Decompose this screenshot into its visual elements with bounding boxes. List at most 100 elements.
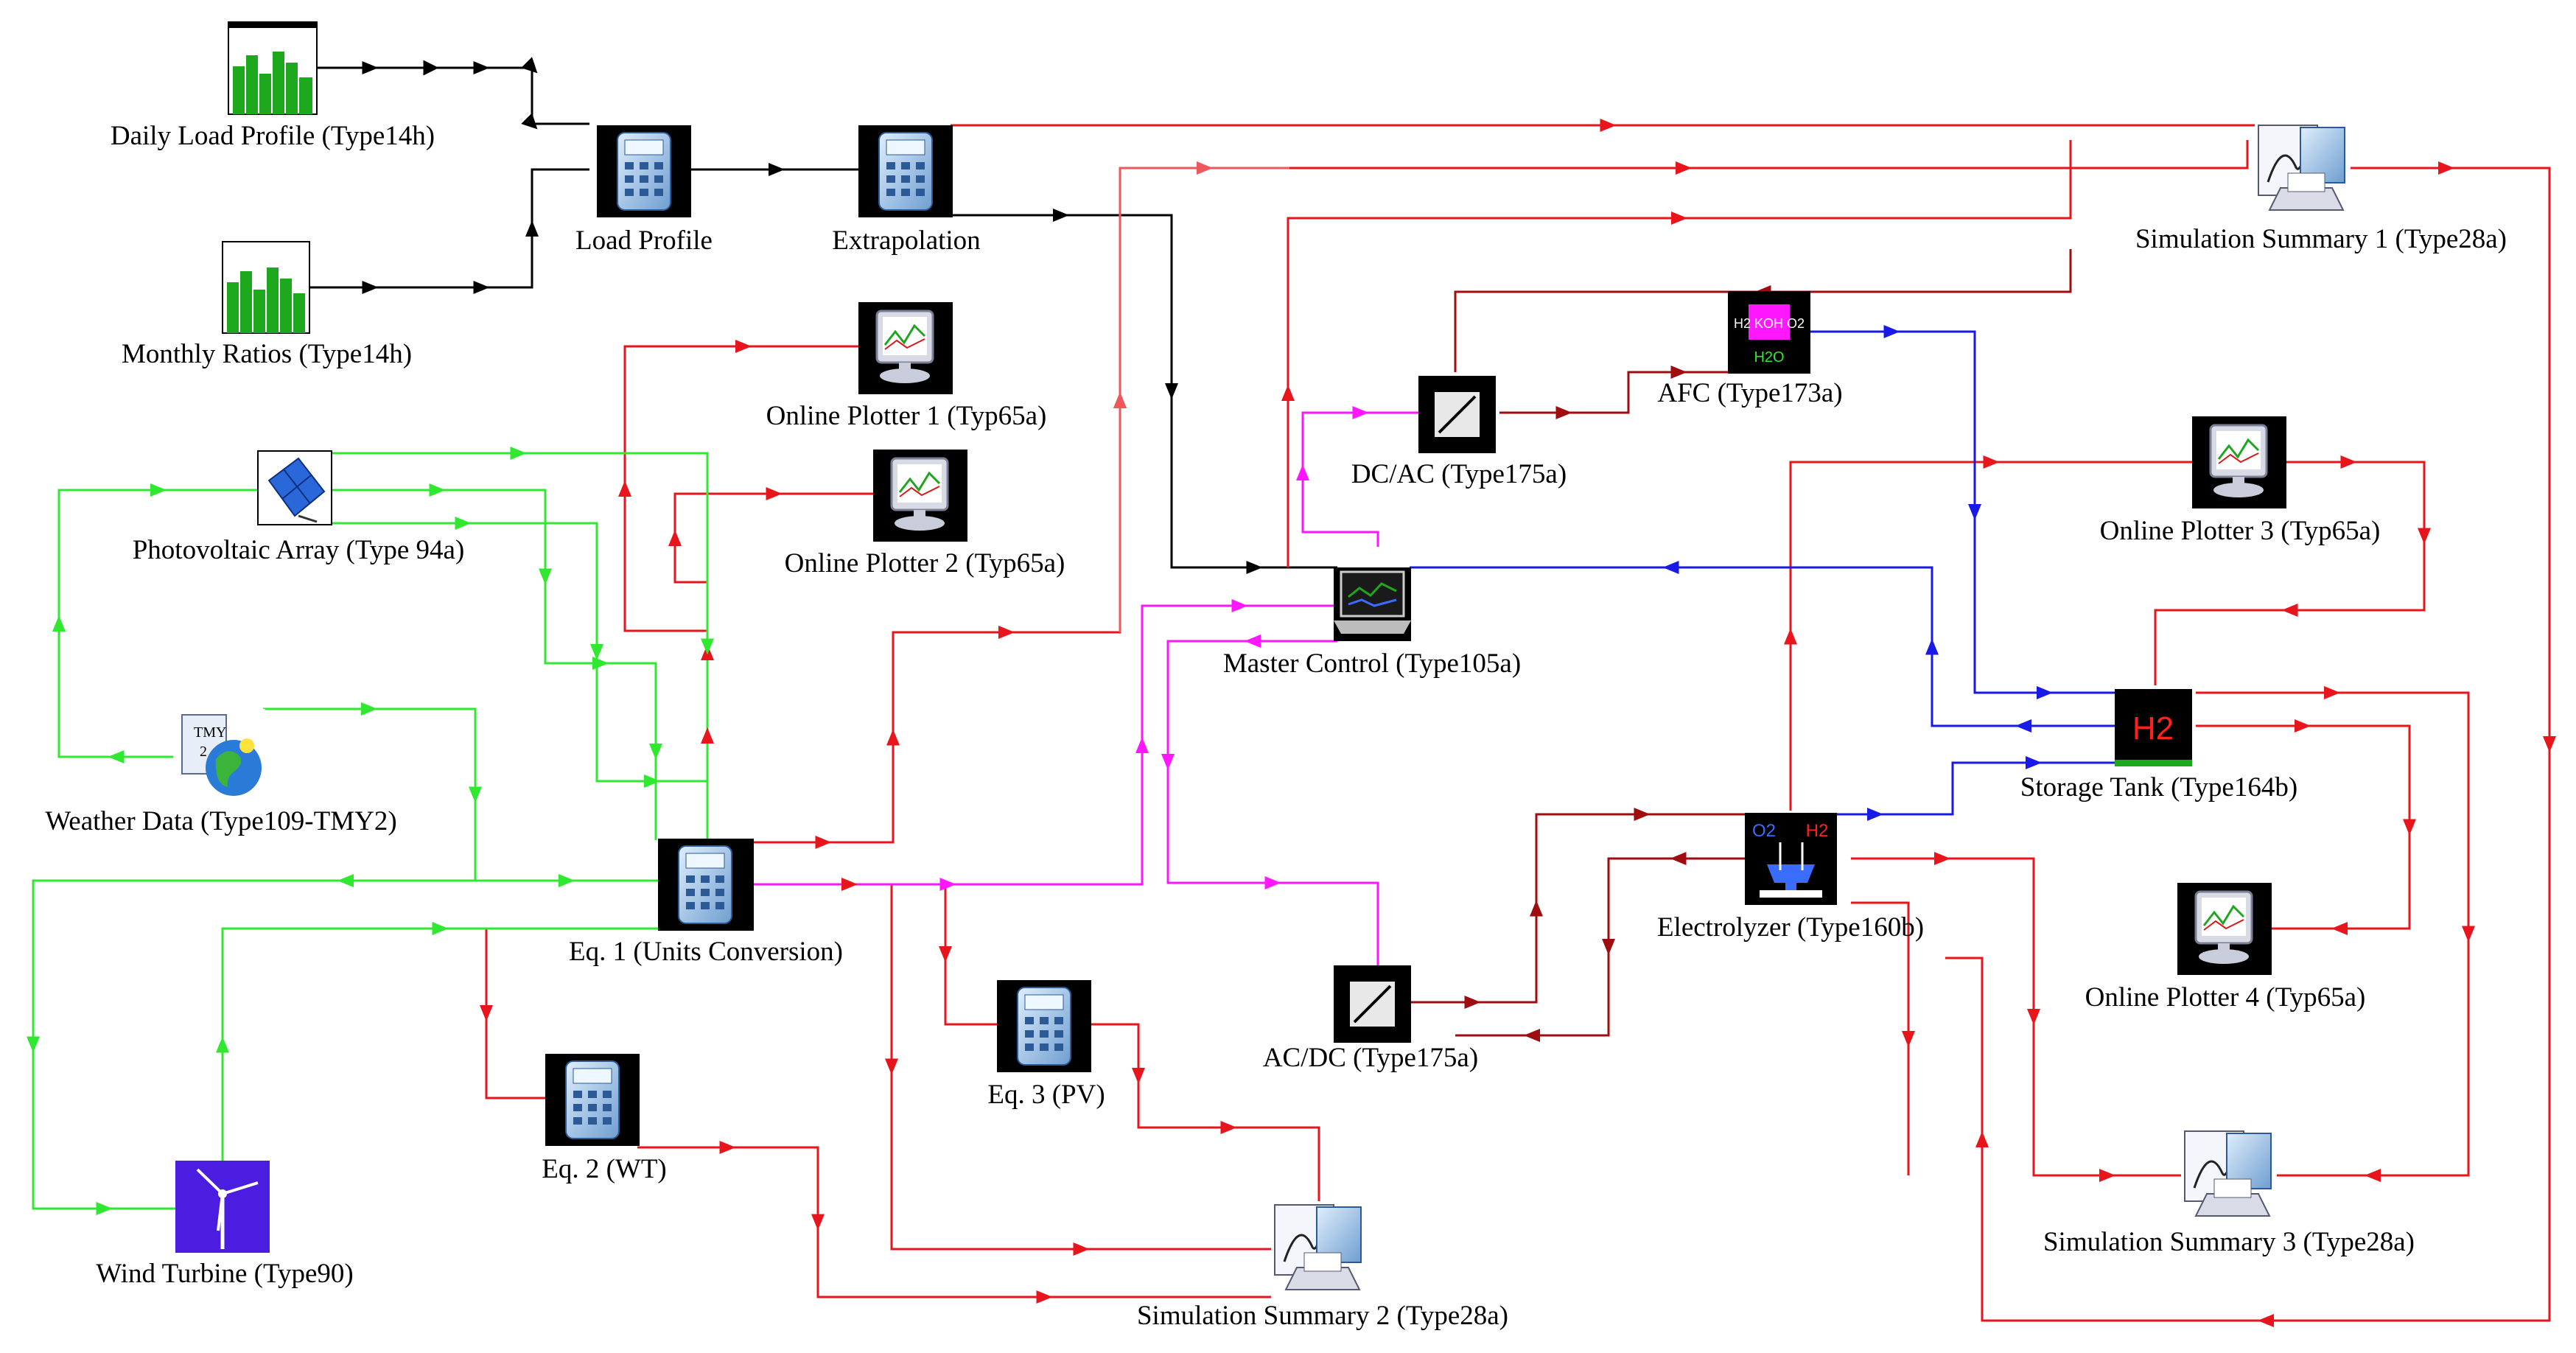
electrolyzer-node[interactable]: O2 H2 Electrolyzer (Type160b) <box>1657 813 1924 943</box>
flow-arrowhead <box>1934 852 1950 865</box>
flow-arrowhead <box>469 786 482 803</box>
storage-tank-glyph: H2 <box>2132 710 2174 747</box>
link-pink-1 <box>1119 167 1289 632</box>
load-profile-label: Load Profile <box>575 226 713 256</box>
simulation-summary-3-node[interactable]: Simulation Summary 3 (Type28a) <box>2043 1128 2415 1257</box>
solar-panel-icon <box>257 450 332 525</box>
link-monthly-to-load <box>309 168 589 289</box>
flow-arrowhead <box>2258 1314 2274 1327</box>
flow-arrowhead <box>1165 383 1178 399</box>
flow-arrowhead <box>1670 366 1687 379</box>
online-plotter-1-label: Online Plotter 1 (Typ65a) <box>766 401 1047 431</box>
flow-arrowhead <box>1245 634 1261 648</box>
daily-load-profile-node[interactable]: Daily Load Profile (Type14h) <box>111 21 435 151</box>
link-wt-to-eq1 <box>221 927 658 1161</box>
master-control-node[interactable]: Master Control (Type105a) <box>1223 567 1521 679</box>
flow-arrowhead <box>1600 119 1617 132</box>
flow-arrowhead <box>337 874 354 887</box>
flow-arrowhead <box>811 1214 825 1231</box>
flow-arrowhead <box>939 946 952 962</box>
flow-arrowhead <box>1197 161 1213 175</box>
link-elec-to-acdc <box>1455 857 1748 1037</box>
flow-arrowhead <box>1464 996 1481 1009</box>
online-plotter-2-label: Online Plotter 2 (Typ65a) <box>785 548 1065 578</box>
simulation-summary-2-node[interactable]: Simulation Summary 2 (Type28a) <box>1137 1201 1508 1331</box>
online-plotter-4-node[interactable]: Online Plotter 4 (Typ65a) <box>2085 883 2366 1013</box>
flow-arrowhead <box>539 568 552 585</box>
photovoltaic-array-label: Photovoltaic Array (Type 94a) <box>133 535 465 565</box>
online-plotter-3-node[interactable]: Online Plotter 3 (Typ65a) <box>2100 416 2381 546</box>
link-eq2-to-summary2 <box>637 1146 1271 1298</box>
flow-arrowhead <box>998 626 1015 639</box>
weather-data-node[interactable]: TMY 2 Weather Data (Type109-TMY2) <box>45 709 397 836</box>
flow-arrowhead <box>1220 1121 1237 1134</box>
link-pv-to-eq1 <box>329 489 657 840</box>
storage-tank-node[interactable]: H2 Storage Tank (Type164b) <box>2020 689 2297 803</box>
eq2-node[interactable]: Eq. 2 (WT) <box>542 1054 667 1184</box>
flow-arrowhead <box>455 517 472 530</box>
flow-arrowhead <box>885 1058 898 1075</box>
flow-arrowhead <box>1132 1068 1145 1084</box>
calculator-icon <box>545 1054 640 1146</box>
online-plotter-4-label: Online Plotter 4 (Typ65a) <box>2085 982 2366 1013</box>
flow-arrowhead <box>2295 719 2311 733</box>
flow-arrowhead <box>2099 1169 2115 1182</box>
flow-arrowhead <box>525 220 539 237</box>
flow-arrowhead <box>480 1005 493 1021</box>
extrapolation-node[interactable]: Extrapolation <box>832 125 981 256</box>
calculator-icon <box>997 980 1091 1072</box>
electrolyzer-glyph-right: H2 <box>1806 821 1829 841</box>
flow-arrowhead <box>815 836 832 849</box>
flow-arrowhead <box>473 281 490 294</box>
flow-arrowhead <box>362 281 379 294</box>
afc-label: AFC (Type173a) <box>1657 378 1842 408</box>
online-plotter-2-node[interactable]: Online Plotter 2 (Typ65a) <box>785 450 1065 578</box>
electrolyzer-label: Electrolyzer (Type160b) <box>1657 912 1924 943</box>
flow-arrowhead <box>719 1141 736 1154</box>
flow-arrowhead <box>2403 819 2416 836</box>
master-control-label: Master Control (Type105a) <box>1223 648 1521 679</box>
flow-arrowhead <box>735 340 752 353</box>
printer-icon <box>1271 1201 1367 1293</box>
flow-arrowhead <box>2462 926 2475 943</box>
flow-arrowhead <box>1530 900 1543 917</box>
flow-arrowhead <box>590 644 603 660</box>
afc-node[interactable]: H2 KOH O2 H2O AFC (Type173a) <box>1657 291 1843 408</box>
link-elec-to-plot3 <box>1789 461 2192 811</box>
flow-arrowhead <box>1264 876 1281 889</box>
flow-arrowhead <box>1867 808 1883 821</box>
monitor-icon <box>2192 416 2286 508</box>
link-pv-to-eq1c <box>329 452 709 840</box>
link-extrap-to-master <box>951 214 1337 569</box>
wind-turbine-node[interactable]: Wind Turbine (Type90) <box>96 1161 354 1289</box>
flow-arrowhead <box>2438 161 2454 175</box>
flow-arrowhead <box>1902 1031 1915 1047</box>
flow-arrowhead <box>644 775 660 788</box>
monthly-ratios-node[interactable]: Monthly Ratios (Type14h) <box>122 241 412 369</box>
ac-dc-node[interactable]: AC/DC (Type175a) <box>1263 965 1478 1073</box>
eq1-node[interactable]: Eq. 1 (Units Conversion) <box>569 839 843 967</box>
wind-turbine-icon <box>175 1161 270 1253</box>
flow-arrowhead <box>2281 604 2298 617</box>
link-eq3-to-summary2 <box>1089 1023 1320 1201</box>
load-profile-node[interactable]: Load Profile <box>575 125 713 256</box>
photovoltaic-array-node[interactable]: Photovoltaic Array (Type 94a) <box>133 450 465 565</box>
bar-chart-icon <box>222 241 310 334</box>
flow-arrowhead <box>559 874 575 887</box>
online-plotter-1-node[interactable]: Online Plotter 1 (Typ65a) <box>766 302 1047 431</box>
link-daily-to-load <box>309 57 589 130</box>
flow-arrowhead <box>939 878 956 891</box>
flow-arrowhead <box>1231 599 1248 612</box>
monitor-icon <box>873 450 967 542</box>
hydrogen-tank-icon: H2 <box>2115 689 2192 766</box>
eq3-node[interactable]: Eq. 3 (PV) <box>987 980 1105 1110</box>
flow-arrowhead <box>2026 756 2042 769</box>
flow-arrowhead <box>361 702 377 716</box>
dc-ac-node[interactable]: DC/AC (Type175a) <box>1351 376 1567 489</box>
link-master-to-dcac <box>1301 411 1418 547</box>
flow-arrowhead <box>510 447 527 460</box>
flow-arrowhead <box>216 1036 229 1053</box>
simulation-summary-3-label: Simulation Summary 3 (Type28a) <box>2043 1227 2415 1257</box>
simulation-summary-1-node[interactable]: Simulation Summary 1 (Type28a) <box>2135 122 2507 254</box>
